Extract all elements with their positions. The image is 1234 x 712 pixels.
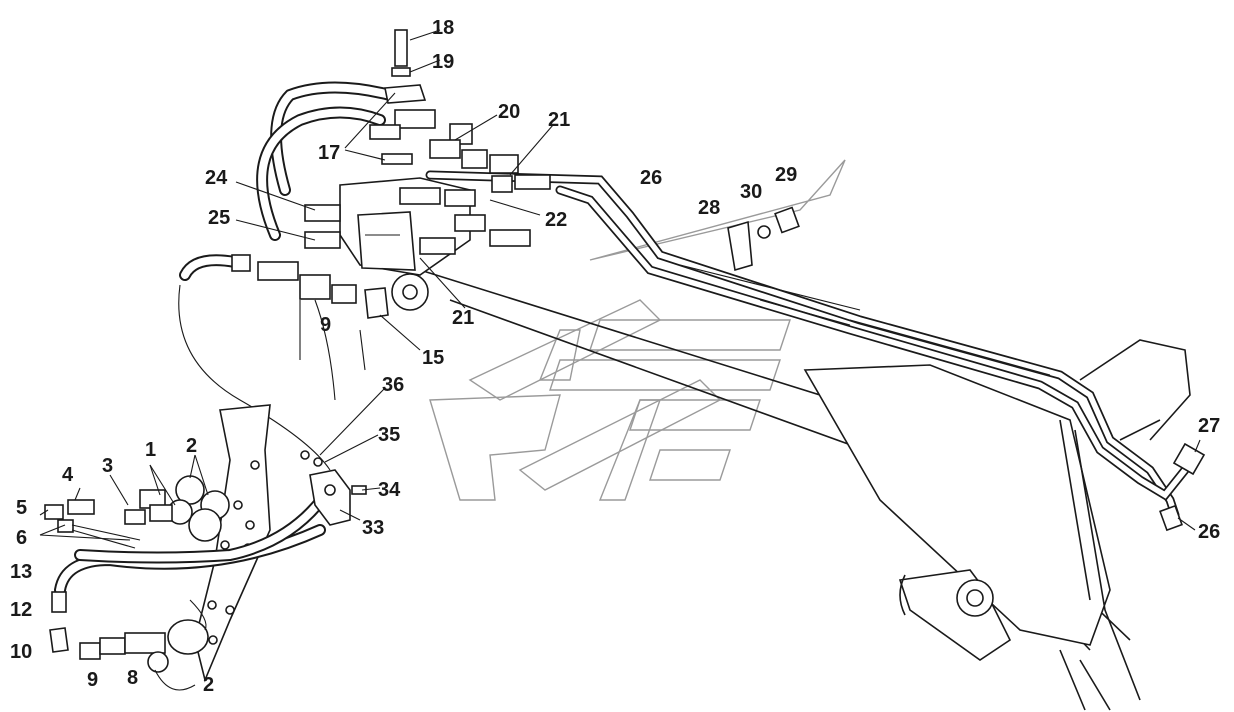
callout-10: 10 bbox=[10, 641, 33, 663]
callout-13: 13 bbox=[10, 561, 33, 583]
callout-29: 29 bbox=[775, 164, 798, 186]
valve-block bbox=[304, 29, 551, 311]
upper-hose bbox=[256, 81, 396, 241]
callout-30: 30 bbox=[740, 181, 763, 203]
callout-12: 12 bbox=[10, 599, 33, 621]
callout-26-lower: 26 bbox=[1198, 521, 1221, 543]
callout-26-upper: 26 bbox=[640, 167, 663, 189]
callout-33: 33 bbox=[362, 517, 385, 539]
callout-5: 5 bbox=[16, 497, 28, 519]
leader-lines bbox=[39, 29, 1201, 541]
callout-20: 20 bbox=[498, 101, 521, 123]
lower-couplings bbox=[44, 475, 230, 549]
callout-2-lower: 2 bbox=[203, 674, 215, 696]
clip-28 bbox=[727, 206, 800, 272]
rigid-tubes bbox=[425, 170, 1206, 532]
callout-25: 25 bbox=[208, 207, 231, 229]
middle-hose bbox=[178, 254, 389, 471]
callout-3: 3 bbox=[102, 455, 114, 477]
callout-9-lower: 9 bbox=[87, 669, 99, 691]
callout-17: 17 bbox=[318, 142, 341, 164]
callout-18: 18 bbox=[432, 17, 455, 39]
boom-arm bbox=[419, 269, 1191, 711]
callout-35: 35 bbox=[378, 424, 401, 446]
callout-1: 1 bbox=[145, 439, 157, 461]
callout-4: 4 bbox=[62, 464, 74, 486]
callout-21-lower: 21 bbox=[452, 307, 475, 329]
callout-36: 36 bbox=[382, 374, 405, 396]
callout-34: 34 bbox=[378, 479, 401, 501]
lower-hoses bbox=[49, 474, 341, 691]
callout-8: 8 bbox=[127, 667, 139, 689]
callout-9-upper: 9 bbox=[320, 314, 332, 336]
callout-27: 27 bbox=[1198, 415, 1221, 437]
callout-28: 28 bbox=[698, 197, 721, 219]
small-bracket bbox=[300, 450, 367, 526]
callout-2-upper: 2 bbox=[186, 435, 198, 457]
callout-15: 15 bbox=[422, 347, 445, 369]
callout-22: 22 bbox=[545, 209, 568, 231]
callout-24: 24 bbox=[205, 167, 228, 189]
callout-6: 6 bbox=[16, 527, 28, 549]
callout-19: 19 bbox=[432, 51, 455, 73]
callout-21-upper: 21 bbox=[548, 109, 571, 131]
